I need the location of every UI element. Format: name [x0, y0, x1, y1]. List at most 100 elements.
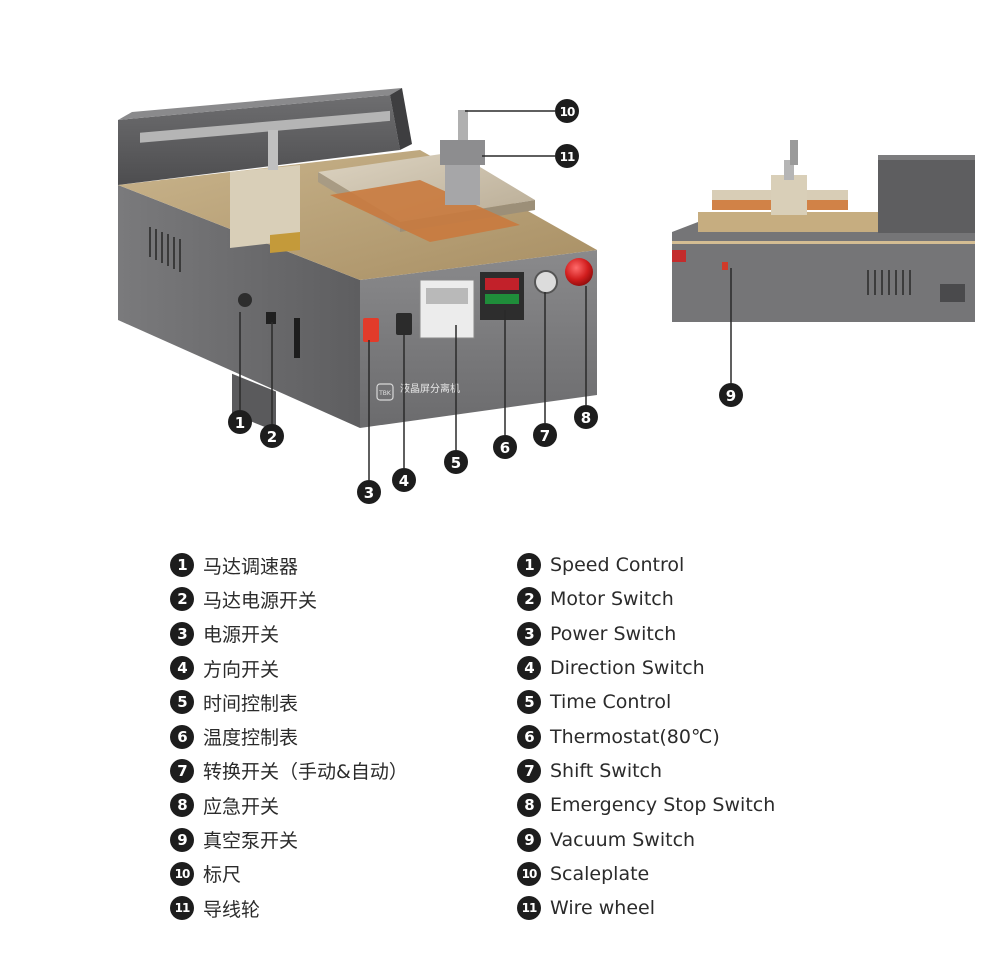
number-badge: 8 — [170, 793, 194, 818]
number-badge: 8 — [517, 793, 541, 818]
speed-knob — [238, 293, 252, 307]
side-machine-top — [698, 212, 880, 232]
number-badge: 4 — [517, 656, 541, 681]
callout-7: 7 — [533, 423, 557, 447]
side-machine-hood — [878, 155, 975, 233]
callout-8: 8 — [574, 405, 598, 429]
number-badge: 3 — [170, 621, 194, 646]
number-badge: 6 — [170, 724, 194, 749]
callout-11: 11 — [555, 144, 579, 168]
legend-en-item: 2 Motor Switch — [517, 582, 775, 616]
legend-en-label: Direction Switch — [550, 657, 705, 680]
side-machine-body — [672, 222, 975, 322]
svg-text:3: 3 — [364, 484, 374, 502]
vent-slots — [149, 227, 181, 272]
legend-zh-label: 标尺 — [203, 864, 242, 887]
legend-zh-label: 转换开关（手动&自动） — [203, 761, 408, 784]
machine-left-side — [118, 185, 360, 428]
callout-9: 9 — [719, 383, 743, 407]
legend-zh-label: 方向开关 — [203, 658, 280, 681]
legend-zh-label: 应急开关 — [203, 795, 280, 818]
emergency-stop-button — [565, 258, 593, 286]
svg-text:6: 6 — [500, 439, 510, 457]
legend-en-label: Speed Control — [550, 554, 685, 577]
legend-zh-item: 5 时间控制表 — [170, 685, 408, 719]
number-badge: 6 — [517, 724, 541, 749]
power-switch — [363, 318, 379, 342]
brand-label: TBK — [378, 390, 392, 397]
number-badge: 10 — [170, 861, 194, 886]
svg-text:10: 10 — [560, 105, 575, 119]
legend-zh-item: 11 导线轮 — [170, 891, 408, 925]
number-badge: 7 — [517, 758, 541, 783]
number-badge: 2 — [170, 587, 194, 612]
legend-en-label: Time Control — [550, 691, 672, 714]
number-badge: 11 — [517, 896, 541, 921]
callout-badges: 1 2 3 4 5 6 7 8 9 10 11 — [228, 99, 743, 504]
legend-en-label: Motor Switch — [550, 588, 674, 611]
svg-text:1: 1 — [235, 414, 245, 432]
number-badge: 7 — [170, 758, 194, 783]
legend-en-label: Vacuum Switch — [550, 828, 696, 851]
legend-zh-label: 时间控制表 — [203, 692, 299, 715]
callout-2: 2 — [260, 424, 284, 448]
legend-en-item: 7 Shift Switch — [517, 754, 775, 788]
svg-text:11: 11 — [560, 150, 575, 164]
svg-text:9: 9 — [726, 387, 736, 405]
number-badge: 9 — [170, 827, 194, 852]
legend-en-item: 6 Thermostat(80℃) — [517, 719, 775, 753]
legend-zh-item: 2 马达电源开关 — [170, 582, 408, 616]
number-badge: 5 — [517, 690, 541, 715]
front-machine: TBK 液晶屏分离机 — [118, 88, 597, 432]
motor-switch — [266, 312, 276, 324]
legend-en-label: Thermostat(80℃) — [550, 725, 720, 748]
legend-en-label: Shift Switch — [550, 759, 663, 782]
legend-zh-label: 马达电源开关 — [203, 589, 318, 612]
orange-base-plate — [330, 180, 520, 242]
legend-zh-item: 10 标尺 — [170, 857, 408, 891]
number-badge: 2 — [517, 587, 541, 612]
legend-zh-label: 电源开关 — [203, 624, 280, 647]
callout-6: 6 — [493, 435, 517, 459]
legend-en-item: 4 Direction Switch — [517, 651, 775, 685]
number-badge: 11 — [170, 896, 194, 921]
number-badge: 3 — [517, 621, 541, 646]
direction-switch — [396, 313, 412, 335]
wire-wheel-housing — [440, 140, 485, 165]
legend-zh-item: 8 应急开关 — [170, 788, 408, 822]
machine-diagram: TBK 液晶屏分离机 — [118, 88, 975, 504]
legend-zh-item: 6 温度控制表 — [170, 719, 408, 753]
legend-zh-label: 导线轮 — [203, 898, 261, 921]
legend-en-item: 11 Wire wheel — [517, 891, 775, 925]
legend-zh-item: 9 真空泵开关 — [170, 822, 408, 856]
number-badge: 10 — [517, 861, 541, 886]
legend-zh-label: 马达调速器 — [203, 555, 299, 578]
svg-text:4: 4 — [399, 472, 409, 490]
svg-text:2: 2 — [267, 428, 277, 446]
legend-zh-label: 温度控制表 — [203, 727, 299, 750]
number-badge: 1 — [517, 553, 541, 578]
legend-zh-item: 3 电源开关 — [170, 617, 408, 651]
legend-en-label: Wire wheel — [550, 897, 656, 920]
legend-en-label: Scaleplate — [550, 862, 650, 885]
leader-lines — [239, 110, 732, 480]
number-badge: 1 — [170, 553, 194, 578]
legend-en-item: 10 Scaleplate — [517, 857, 775, 891]
side-machine — [672, 140, 975, 322]
number-badge: 5 — [170, 690, 194, 715]
legend-zh-label: 真空泵开关 — [203, 830, 299, 853]
scaleplate-rod — [458, 110, 468, 155]
vacuum-switch — [722, 262, 728, 270]
legend-en-item: 5 Time Control — [517, 685, 775, 719]
callout-4: 4 — [392, 468, 416, 492]
svg-text:8: 8 — [581, 409, 591, 427]
legend-zh-item: 1 马达调速器 — [170, 548, 408, 582]
callout-3: 3 — [357, 480, 381, 504]
machine-front-panel — [360, 250, 597, 428]
svg-text:5: 5 — [451, 454, 461, 472]
